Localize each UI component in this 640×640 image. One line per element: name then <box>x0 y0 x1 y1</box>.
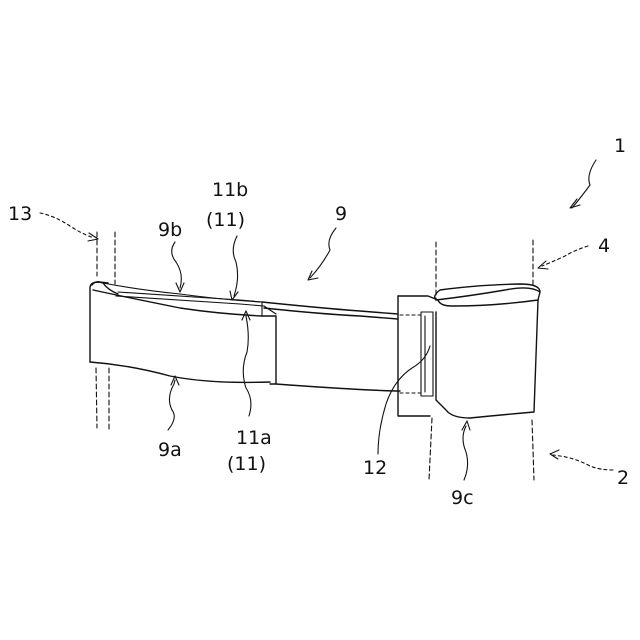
leader-9b <box>172 242 182 288</box>
label-4: 4 <box>598 235 610 257</box>
leader-11b <box>233 236 237 296</box>
right-outer-guide-bottom <box>532 420 534 480</box>
label-9b: 9b <box>158 219 182 241</box>
left-outer-guide-bottom <box>96 368 97 428</box>
reference-labels: 1 2 4 9 9a 9b 9c 11a (11) 11b (11) 12 13 <box>8 135 629 509</box>
label-9: 9 <box>335 203 347 225</box>
label-9a: 9a <box>158 439 182 461</box>
belt-bottom-edge <box>276 384 400 391</box>
arrow-2 <box>550 450 559 459</box>
label-2: 2 <box>617 467 629 489</box>
belt-top-edge-inner <box>264 308 398 319</box>
fastener-11b-top <box>116 296 276 314</box>
label-11a-paren: (11) <box>227 453 266 475</box>
right-fold-top-inner <box>438 300 538 306</box>
arrow-9 <box>308 271 318 280</box>
arrow-4 <box>538 261 548 269</box>
buckle-12 <box>398 296 438 416</box>
label-11b-paren: (11) <box>206 209 245 231</box>
label-9c: 9c <box>451 487 474 509</box>
right-inner-guide-bottom <box>429 418 432 480</box>
label-1: 1 <box>614 135 626 157</box>
leader-11a <box>243 316 251 416</box>
label-12: 12 <box>363 457 387 479</box>
leader-lines <box>40 160 613 480</box>
label-13: 13 <box>8 203 32 225</box>
leader-9 <box>310 228 336 278</box>
fastener-tapes-11 <box>116 292 276 384</box>
belt-main-body-9 <box>262 302 400 391</box>
label-11a: 11a <box>236 427 272 449</box>
leader-9c <box>463 426 468 480</box>
buckle-top-edge <box>398 296 438 300</box>
left-fold-front-edge <box>90 282 108 362</box>
leader-4 <box>542 246 588 266</box>
label-11b: 11b <box>212 179 248 201</box>
belt-right-fold-9c <box>435 284 540 418</box>
leader-13 <box>40 213 94 238</box>
belt-top-edge <box>262 302 398 314</box>
right-fold-outline <box>436 300 538 418</box>
right-fold-top <box>436 288 540 300</box>
leader-12 <box>378 346 430 454</box>
leader-9a <box>168 380 175 430</box>
fastener-11a-end <box>262 316 276 384</box>
leader-2 <box>553 455 613 470</box>
